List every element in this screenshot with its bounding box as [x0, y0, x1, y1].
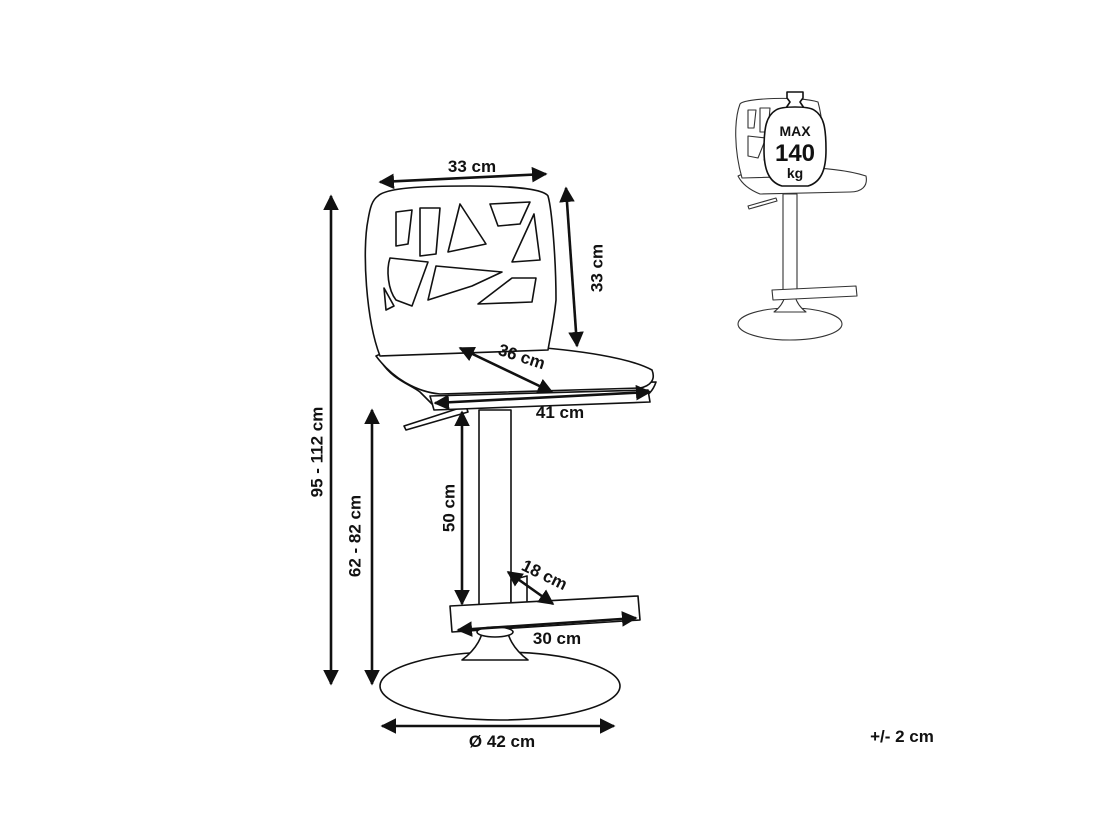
- label-seat-width: 41 cm: [536, 403, 584, 422]
- label-total-height: 95 - 112 cm: [307, 407, 326, 498]
- label-seat-height: 62 - 82 cm: [345, 495, 364, 577]
- gas-column: [478, 409, 512, 611]
- max-load-weight-icon: MAX 140 kg: [763, 91, 827, 187]
- backrest-cutouts: [383, 201, 541, 311]
- dim-footrest-width: [456, 611, 638, 637]
- label-back-width: 33 cm: [448, 157, 496, 176]
- dim-back-width: [378, 166, 548, 190]
- max-load-line2: 140: [775, 140, 815, 167]
- chair-drawing: [364, 185, 657, 721]
- dimension-labels: 33 cm 33 cm 36 cm 41 cm 95 - 112 cm 62 -…: [307, 157, 933, 751]
- max-load-line3: kg: [787, 165, 803, 181]
- max-load-line1: MAX: [779, 123, 811, 139]
- label-tolerance: +/- 2 cm: [870, 727, 934, 746]
- label-back-height: 33 cm: [587, 244, 606, 292]
- dimension-arrows: [323, 166, 652, 734]
- dim-seat-width: [433, 384, 652, 411]
- base-disc: [379, 651, 621, 721]
- dim-back-height: [559, 186, 584, 348]
- weight-body: [763, 106, 827, 187]
- label-footrest-width: 30 cm: [533, 629, 581, 648]
- label-base-diameter: Ø 42 cm: [469, 732, 535, 751]
- dim-seat-depth: [458, 346, 554, 394]
- dim-footrest-depth: [506, 570, 555, 606]
- label-column-height: 50 cm: [439, 484, 458, 532]
- weight-knob: [785, 91, 805, 109]
